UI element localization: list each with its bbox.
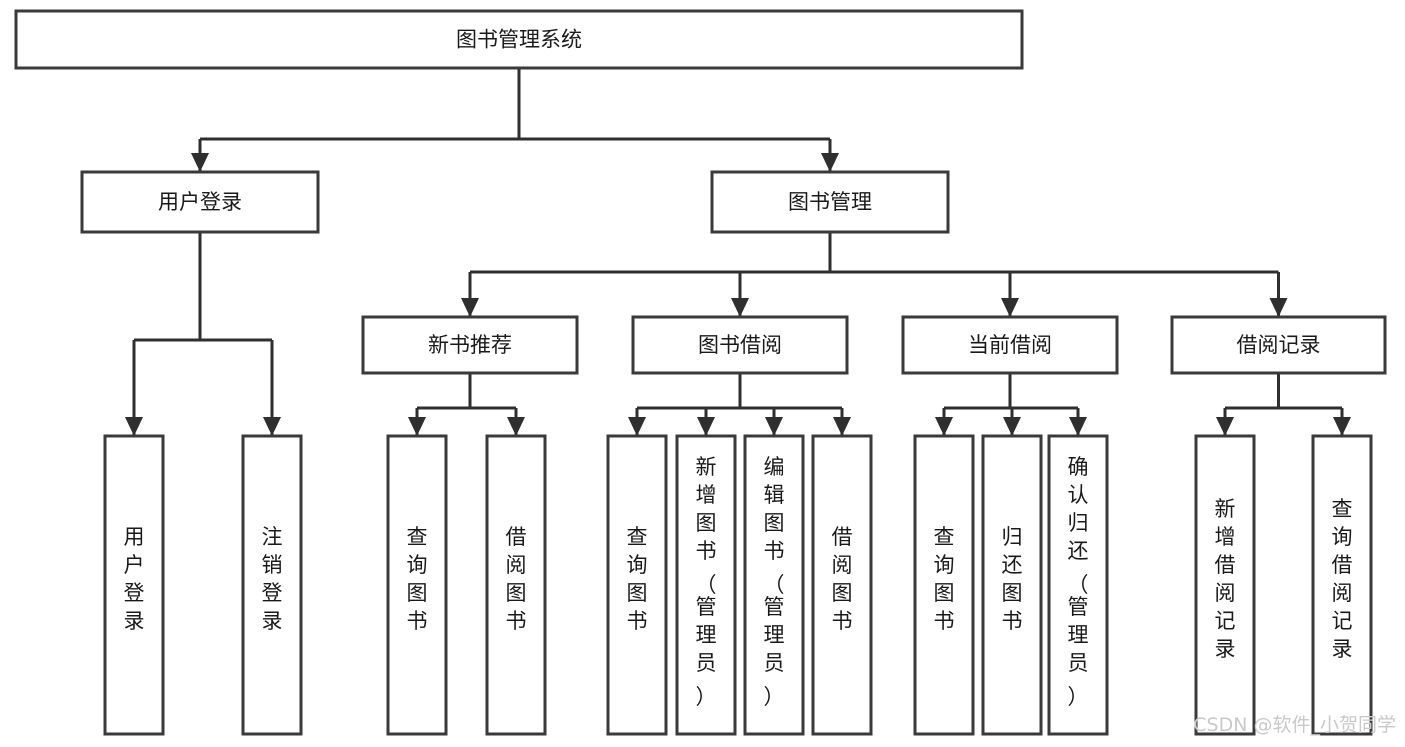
node-box-leaf-rec-query[interactable] (386, 434, 448, 736)
node-box-leaf-current-confirm[interactable] (1047, 434, 1109, 736)
node-leaf-current-query[interactable]: 查询图书 (913, 434, 975, 736)
node-book-manage[interactable]: 图书管理 (710, 170, 950, 234)
connector-layer (125, 68, 1351, 436)
node-box-user-login[interactable] (80, 170, 320, 234)
arrow-head-user-login-to-leaf-user-login (125, 417, 143, 436)
arrow-head-book-borrow-to-leaf-borrow-edit (765, 417, 783, 436)
node-label-leaf-record-add: 新增借阅记录 (1215, 497, 1236, 661)
csdn-watermark: CSDN @软件_小贺同学 (1193, 714, 1396, 736)
node-leaf-rec-borrow[interactable]: 借阅图书 (485, 434, 547, 736)
node-box-book-borrow[interactable] (631, 315, 849, 375)
node-label-book-borrow: 图书借阅 (698, 333, 782, 357)
node-label-leaf-current-confirm: 确认归还（管理员） (1068, 455, 1089, 709)
node-layer: 图书管理系统用户登录图书管理新书推荐图书借阅当前借阅借阅记录用户登录注销登录查询… (14, 9, 1387, 736)
node-box-leaf-borrow-query[interactable] (606, 434, 668, 736)
node-box-leaf-current-return[interactable] (981, 434, 1043, 736)
node-label-leaf-borrow-edit: 编辑图书（管理员） (764, 455, 785, 709)
arrow-head-book-manage-to-current-borrow (1001, 298, 1019, 317)
node-root[interactable]: 图书管理系统 (14, 9, 1024, 70)
node-leaf-borrow-query[interactable]: 查询图书 (606, 434, 668, 736)
node-label-leaf-borrow-add: 新增图书（管理员） (696, 455, 717, 709)
node-book-borrow[interactable]: 图书借阅 (631, 315, 849, 375)
arrow-head-book-borrow-to-leaf-borrow-query (628, 417, 646, 436)
arrow-head-current-borrow-to-leaf-current-return (1003, 417, 1021, 436)
node-leaf-borrow-edit[interactable]: 编辑图书（管理员） (743, 434, 805, 736)
node-label-leaf-borrow-do: 借阅图书 (832, 525, 853, 633)
node-label-new-book-rec: 新书推荐 (428, 333, 512, 357)
node-label-leaf-user-login: 用户登录 (124, 525, 145, 633)
node-label-root: 图书管理系统 (456, 28, 582, 52)
node-box-leaf-record-query[interactable] (1311, 434, 1373, 736)
node-leaf-current-return[interactable]: 归还图书 (981, 434, 1043, 736)
node-label-leaf-current-query: 查询图书 (934, 525, 955, 633)
node-box-root[interactable] (14, 9, 1024, 70)
arrow-head-book-manage-to-borrow-record (1269, 298, 1288, 317)
node-box-book-manage[interactable] (710, 170, 950, 234)
arrow-head-book-borrow-to-leaf-borrow-do (833, 417, 851, 436)
node-leaf-current-confirm[interactable]: 确认归还（管理员） (1047, 434, 1109, 736)
node-box-leaf-borrow-add[interactable] (675, 434, 737, 736)
node-box-leaf-rec-borrow[interactable] (485, 434, 547, 736)
arrow-head-root-to-book-manage (821, 153, 839, 172)
node-box-leaf-user-logout[interactable] (241, 434, 303, 736)
node-borrow-record[interactable]: 借阅记录 (1170, 315, 1387, 375)
node-label-user-login: 用户登录 (158, 190, 242, 214)
arrow-head-new-book-rec-to-leaf-rec-query (408, 417, 426, 436)
node-label-current-borrow: 当前借阅 (968, 333, 1052, 357)
node-box-leaf-current-query[interactable] (913, 434, 975, 736)
node-leaf-record-add[interactable]: 新增借阅记录 (1194, 434, 1256, 736)
arrow-head-root-to-user-login (191, 153, 209, 172)
node-new-book-rec[interactable]: 新书推荐 (361, 315, 579, 375)
node-leaf-user-login[interactable]: 用户登录 (103, 434, 165, 736)
arrow-head-borrow-record-to-leaf-record-query (1333, 417, 1351, 436)
node-label-borrow-record: 借阅记录 (1237, 333, 1321, 357)
node-label-leaf-current-return: 归还图书 (1002, 525, 1023, 633)
node-label-leaf-rec-query: 查询图书 (407, 525, 428, 633)
node-box-leaf-user-login[interactable] (103, 434, 165, 736)
arrow-head-new-book-rec-to-leaf-rec-borrow (507, 417, 525, 436)
node-label-leaf-user-logout: 注销登录 (262, 525, 283, 633)
node-leaf-borrow-do[interactable]: 借阅图书 (811, 434, 873, 736)
node-box-borrow-record[interactable] (1170, 315, 1387, 375)
node-current-borrow[interactable]: 当前借阅 (901, 315, 1119, 375)
node-user-login[interactable]: 用户登录 (80, 170, 320, 234)
arrow-head-book-manage-to-new-book-rec (461, 298, 479, 317)
arrow-head-current-borrow-to-leaf-current-query (935, 417, 953, 436)
arrow-head-user-login-to-leaf-user-logout (263, 417, 281, 436)
node-box-current-borrow[interactable] (901, 315, 1119, 375)
node-box-leaf-borrow-edit[interactable] (743, 434, 805, 736)
node-label-leaf-record-query: 查询借阅记录 (1332, 497, 1353, 661)
arrow-head-book-manage-to-book-borrow (731, 298, 749, 317)
node-label-book-manage: 图书管理 (788, 190, 872, 214)
arrow-head-current-borrow-to-leaf-current-confirm (1069, 417, 1087, 436)
node-leaf-borrow-add[interactable]: 新增图书（管理员） (675, 434, 737, 736)
node-leaf-user-logout[interactable]: 注销登录 (241, 434, 303, 736)
node-label-leaf-rec-borrow: 借阅图书 (506, 525, 527, 633)
node-leaf-record-query[interactable]: 查询借阅记录 (1311, 434, 1373, 736)
node-box-leaf-record-add[interactable] (1194, 434, 1256, 736)
node-box-leaf-borrow-do[interactable] (811, 434, 873, 736)
arrow-head-borrow-record-to-leaf-record-add (1216, 417, 1234, 436)
node-leaf-rec-query[interactable]: 查询图书 (386, 434, 448, 736)
node-box-new-book-rec[interactable] (361, 315, 579, 375)
arrow-head-book-borrow-to-leaf-borrow-add (697, 417, 715, 436)
node-label-leaf-borrow-query: 查询图书 (627, 525, 648, 633)
